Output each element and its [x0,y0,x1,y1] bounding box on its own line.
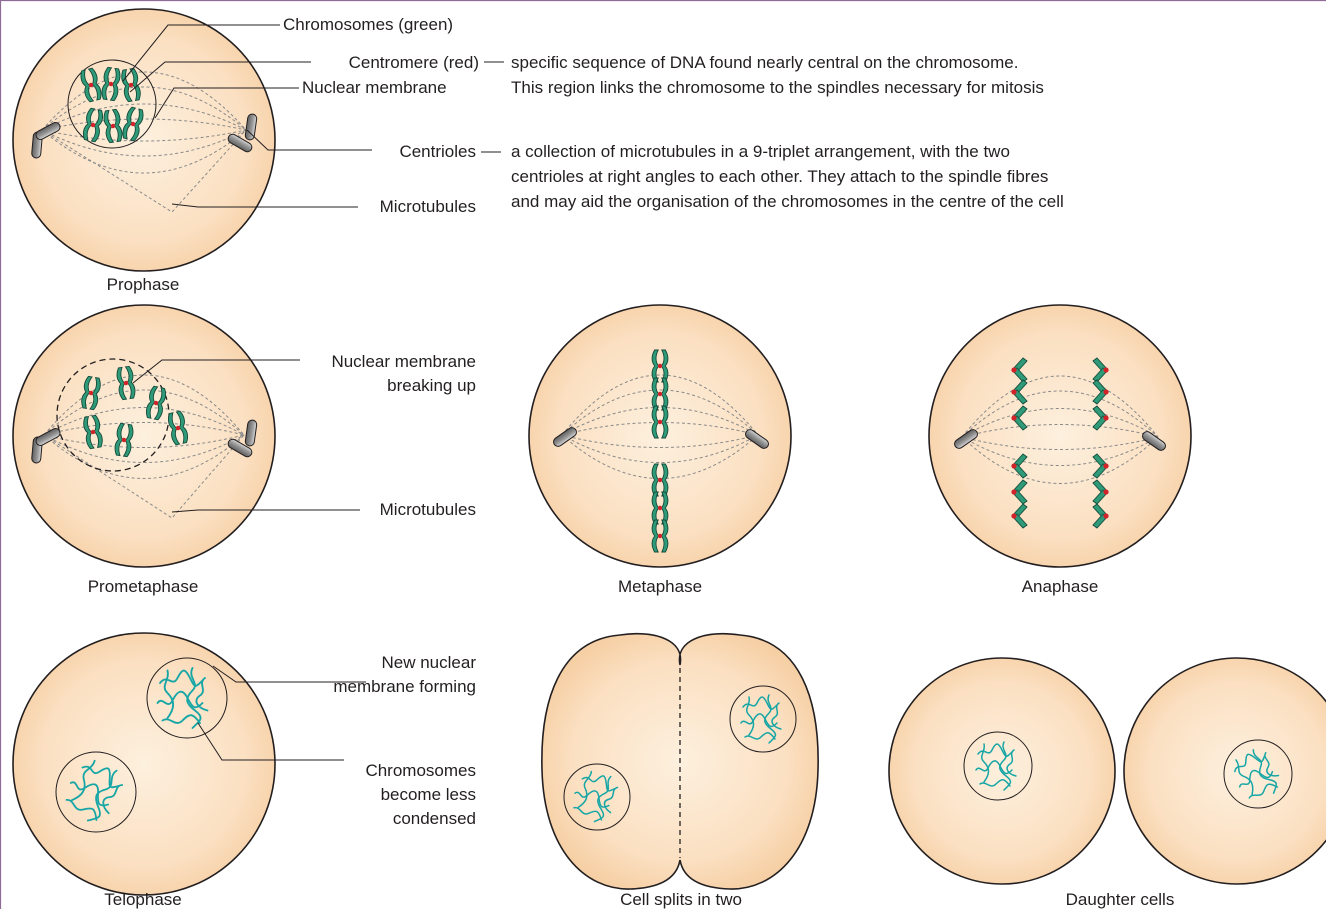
caption-metaphase: Metaphase [618,577,702,596]
caption-telophase: Telophase [104,890,182,909]
centrioles-description-line-3: and may aid the organisation of the chro… [511,192,1064,211]
anaphase-cell [929,305,1191,567]
caption-prometaphase: Prometaphase [88,577,199,596]
label-new-nuclear-membrane-1: New nuclear [382,653,477,672]
daughter-cell-right [1124,658,1326,884]
label-nuclear-membrane-breaking-1: Nuclear membrane [331,352,476,371]
caption-anaphase: Anaphase [1022,577,1099,596]
daughter-cell-left [889,658,1115,884]
prometaphase-cell [13,305,275,567]
label-nuclear-membrane: Nuclear membrane [302,78,447,97]
label-centromere: Centromere (red) [349,53,479,72]
label-microtubules: Microtubules [380,197,476,216]
metaphase-cell [529,305,791,567]
label-prometaphase-microtubules: Microtubules [380,500,476,519]
centrioles-description-line-1: a collection of microtubules in a 9-trip… [511,142,1010,161]
caption-cell-splits: Cell splits in two [620,890,742,909]
label-centrioles: Centrioles [399,142,476,161]
centromere-description-line-2: This region links the chromosome to the … [511,78,1044,97]
label-nuclear-membrane-breaking-2: breaking up [387,376,476,395]
centrioles-description-line-2: centrioles at right angles to each other… [511,167,1048,186]
centromere-description-line-1: specific sequence of DNA found nearly ce… [511,53,1018,72]
prophase-cell [13,9,275,271]
cytokinesis-cell [542,634,818,889]
telophase-cell [13,633,275,895]
label-new-nuclear-membrane-2: membrane forming [333,677,476,696]
label-chromosomes-less-condensed-1: Chromosomes [365,761,476,780]
caption-prophase: Prophase [107,275,180,294]
label-chromosomes: Chromosomes (green) [283,15,453,34]
caption-daughter-cells: Daughter cells [1066,890,1175,909]
label-chromosomes-less-condensed-3: condensed [393,809,476,828]
label-chromosomes-less-condensed-2: become less [381,785,476,804]
